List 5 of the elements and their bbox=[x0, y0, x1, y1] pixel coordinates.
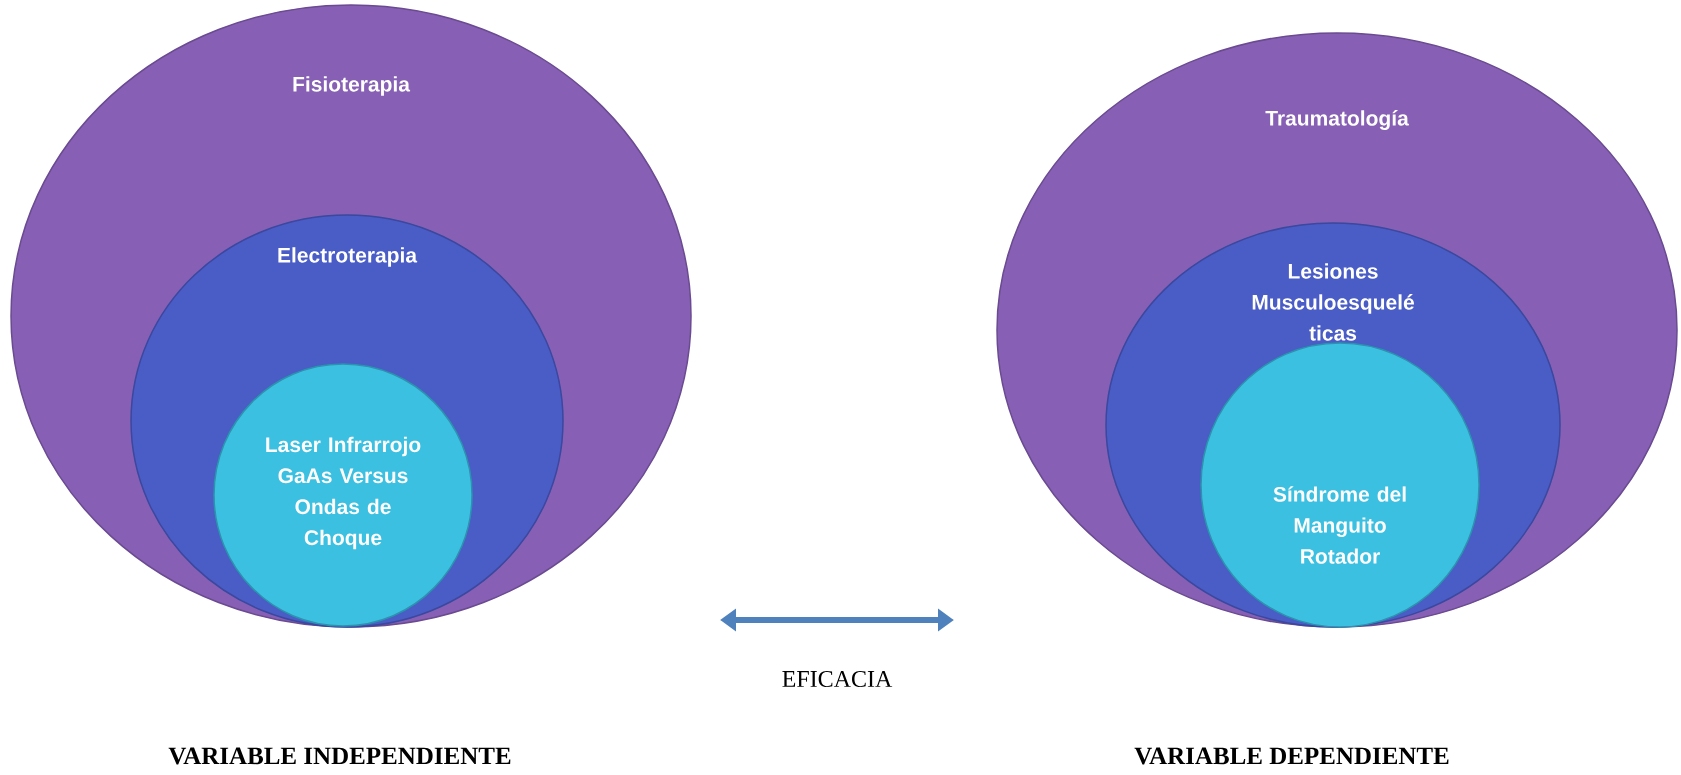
caption-text: VARIABLE DEPENDIENTE bbox=[1134, 747, 1449, 765]
circle-node: Laser Infrarrojo GaAs Versus Ondas de Choque bbox=[213, 363, 473, 627]
caption-text: VARIABLE INDEPENDIENTE bbox=[168, 747, 511, 765]
circle-node: Síndrome del Manguito Rotador bbox=[1200, 342, 1480, 628]
caption-text: EFICACIA bbox=[782, 670, 893, 688]
